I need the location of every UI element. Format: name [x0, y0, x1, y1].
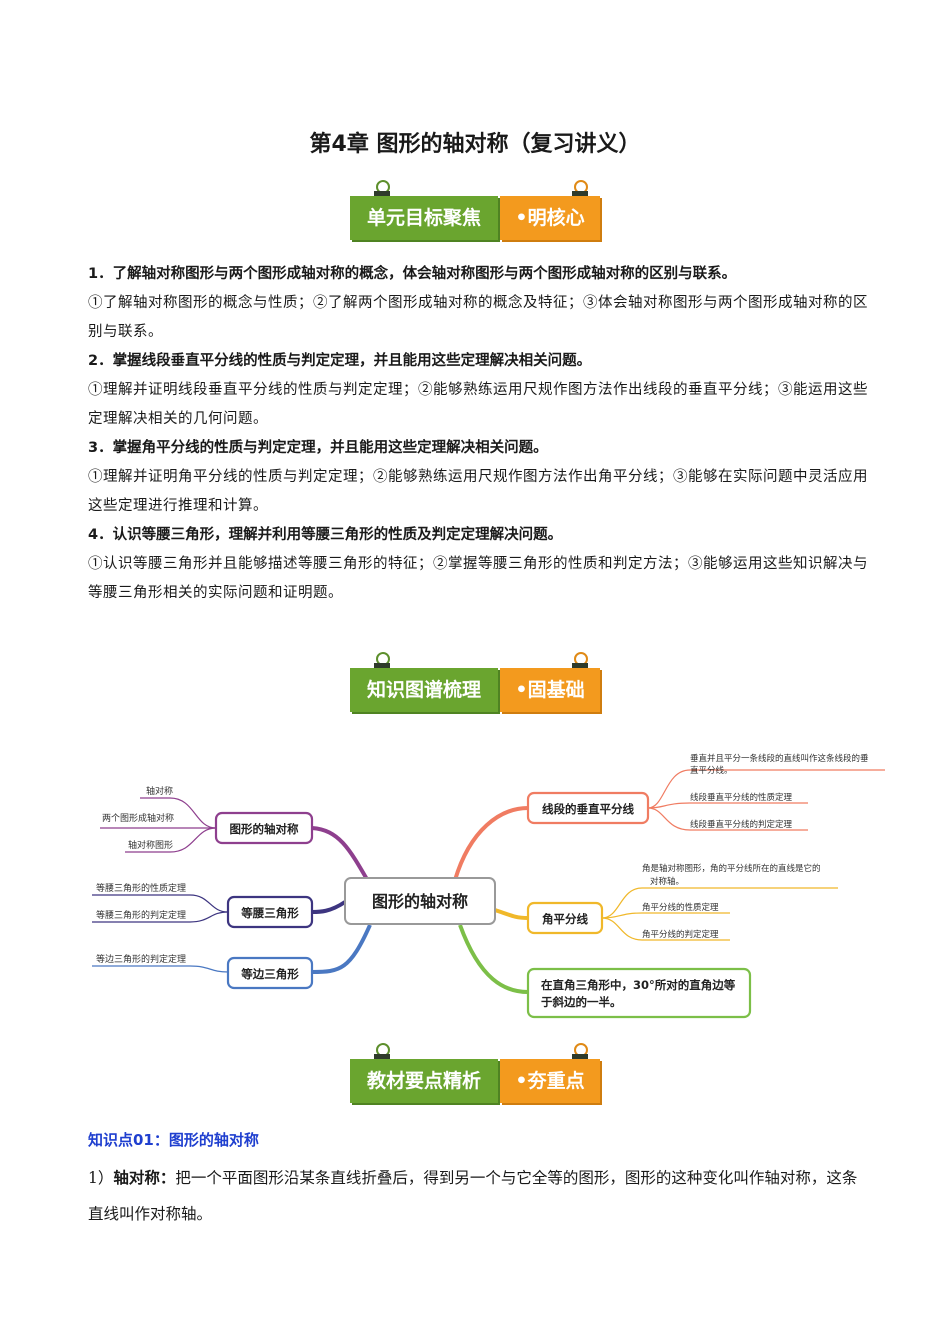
section-banner-goals: 单元目标聚焦 •明核心	[350, 180, 600, 240]
leaf-text: 直平分线。	[690, 765, 733, 776]
knowledge-mind-map: 轴对称 两个图形成轴对称 轴对称图形 等腰三角形的性质定理 等腰三角形的判定定理…	[92, 753, 885, 1019]
definition-paragraph: 1）轴对称：把一个平面图形沿某条直线折叠后，得到另一个与它全等的图形，图形的这种…	[88, 1160, 868, 1232]
goal-detail: ①理解并证明角平分线的性质与判定定理；②能够熟练运用尺规作图方法作出角平分线；③…	[88, 469, 868, 514]
goal-heading: 2．掌握线段垂直平分线的性质与判定定理，并且能用这些定理解决相关问题。	[88, 353, 592, 369]
goal-detail: ①理解并证明线段垂直平分线的性质与判定定理；②能够熟练运用尺规作图方法作出线段的…	[88, 382, 868, 427]
branch-label: 等腰三角形	[240, 906, 299, 920]
binder-clip-icon	[374, 652, 390, 672]
knowledge-point-heading: 知识点01：图形的轴对称	[88, 1131, 259, 1149]
branch-label: 角平分线	[542, 912, 588, 926]
branch-box	[226, 895, 314, 929]
leaf-text: 等腰三角形的判定定理	[96, 909, 186, 921]
leaf-text: 垂直并且平分一条线段的直线叫作这条线段的垂	[690, 753, 869, 764]
banner-main-label: 单元目标聚焦	[350, 196, 498, 240]
goal-detail: ①认识等腰三角形并且能够描述等腰三角形的特征；②掌握等腰三角形的性质和判定方法；…	[88, 556, 868, 601]
unit-goals: 1．了解轴对称图形与两个图形成轴对称的概念，体会轴对称图形与两个图形成轴对称的区…	[88, 260, 868, 608]
binder-clip-icon	[572, 1043, 588, 1063]
binder-clip-icon	[374, 1043, 390, 1063]
center-label: 图形的轴对称	[372, 892, 468, 911]
leaf-text: 轴对称	[146, 785, 173, 797]
goal-heading: 3．掌握角平分线的性质与判定定理，并且能用这些定理解决相关问题。	[88, 440, 548, 456]
branch-label: 图形的轴对称	[230, 822, 299, 836]
section-banner-key-points: 教材要点精析 •夯重点	[350, 1043, 600, 1103]
leaf-text: 等边三角形的判定定理	[96, 953, 186, 965]
leaf-text: 轴对称图形	[128, 839, 173, 851]
branch-box	[214, 811, 314, 845]
section-banner-map: 知识图谱梳理 •固基础	[350, 652, 600, 712]
branch-label: 线段的垂直平分线	[542, 802, 634, 816]
banner-main-label: 教材要点精析	[350, 1059, 498, 1103]
branch-box	[526, 967, 752, 1019]
binder-clip-icon	[374, 180, 390, 200]
leaf-text: 对称轴。	[650, 876, 684, 887]
goal-detail: ①了解轴对称图形的概念与性质；②了解两个图形成轴对称的概念及特征；③体会轴对称图…	[88, 295, 868, 340]
leaf-text: 等腰三角形的性质定理	[96, 882, 186, 894]
branch-box	[226, 956, 314, 990]
leaf-text: 两个图形成轴对称	[102, 812, 174, 824]
leaf-text: 角平分线的判定定理	[642, 929, 719, 940]
page-title: 第4章 图形的轴对称（复习讲义）	[309, 132, 641, 157]
leaf-text: 线段垂直平分线的判定定理	[690, 819, 793, 830]
goal-heading: 1．了解轴对称图形与两个图形成轴对称的概念，体会轴对称图形与两个图形成轴对称的区…	[88, 266, 737, 282]
leaf-text: 线段垂直平分线的性质定理	[690, 792, 793, 803]
center-node	[344, 877, 496, 925]
leaf-text: 角是轴对称图形，角的平分线所在的直线是它的	[642, 863, 821, 874]
leaf-text: 角平分线的性质定理	[642, 902, 719, 913]
branch-label: 等边三角形	[240, 967, 299, 981]
branch-label: 于斜边的一半。	[541, 995, 622, 1009]
banner-main-label: 知识图谱梳理	[350, 668, 498, 712]
binder-clip-icon	[572, 652, 588, 672]
branch-box	[526, 901, 604, 935]
branch-label: 在直角三角形中，30°所对的直角边等	[541, 978, 736, 992]
definition-text: 把一个平面图形沿某条直线折叠后，得到另一个与它全等的图形，图形的这种变化叫作轴对…	[88, 1169, 858, 1223]
banner-sub-label: •夯重点	[500, 1059, 600, 1103]
binder-clip-icon	[572, 180, 588, 200]
definition-term: 轴对称：	[113, 1169, 176, 1187]
banner-sub-label: •固基础	[500, 668, 600, 712]
goal-heading: 4．认识等腰三角形，理解并利用等腰三角形的性质及判定定理解决问题。	[88, 527, 563, 543]
branch-box	[526, 791, 650, 825]
banner-sub-label: •明核心	[500, 196, 600, 240]
definition-number: 1）	[88, 1169, 114, 1187]
